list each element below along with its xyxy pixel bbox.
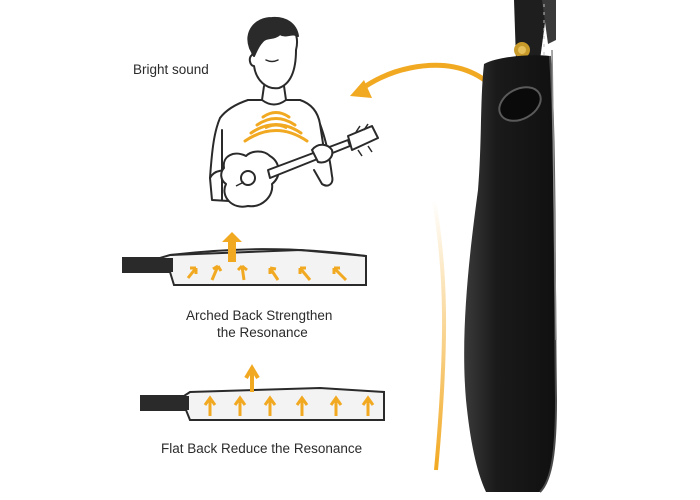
hand-icon: [310, 143, 334, 164]
ukulele-side-view-image: [464, 0, 558, 493]
glow-arc: [432, 199, 447, 471]
ukulele-front-icon: [220, 123, 379, 208]
arched-back-caption-line1: Arched Back Strengthen: [186, 308, 333, 323]
arched-back-caption-line2: the Resonance: [217, 325, 308, 340]
flat-back-caption: Flat Back Reduce the Resonance: [161, 441, 363, 456]
arched-back-diagram: [122, 232, 367, 286]
sound-waves-icon: [243, 111, 309, 143]
bright-sound-label: Bright sound: [133, 62, 209, 77]
curved-pointer-arrow-icon: [350, 62, 501, 98]
flat-back-diagram: [140, 364, 385, 421]
